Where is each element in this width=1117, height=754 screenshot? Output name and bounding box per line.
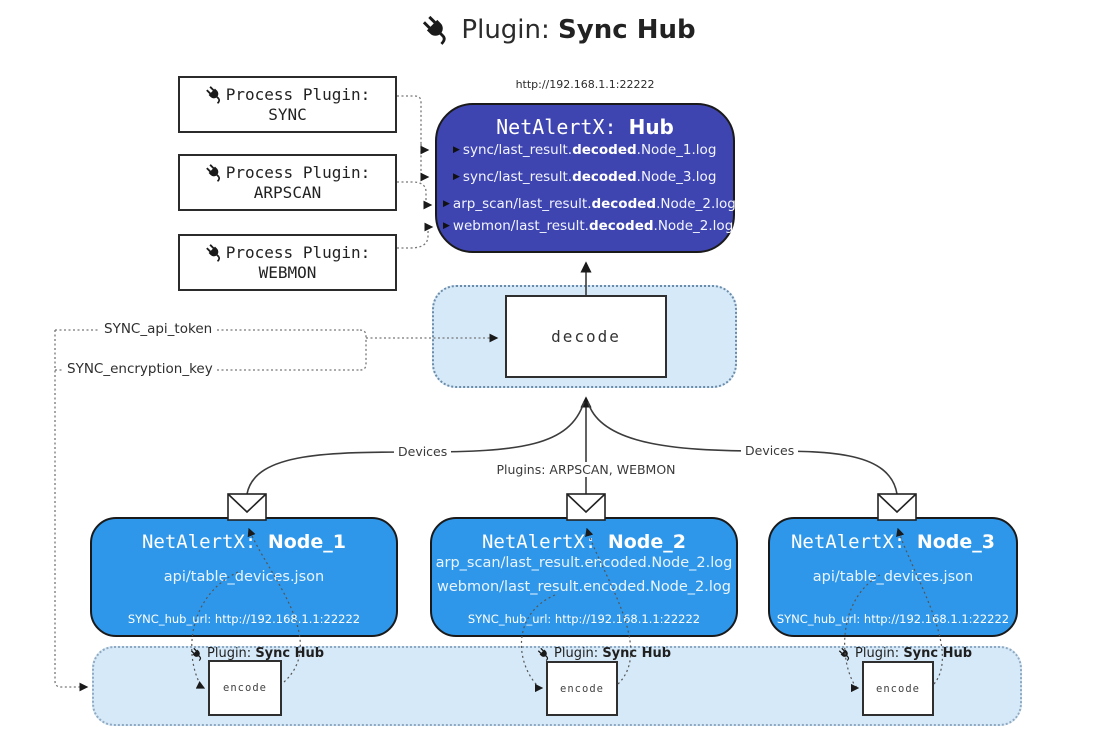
node-3-box: NetAlertX: Node_3 api/table_devices.json…	[768, 517, 1018, 637]
title-bold: Sync Hub	[558, 14, 696, 45]
plug-icon	[205, 243, 224, 262]
process-plugin-webmon: Process Plugin: WEBMON	[178, 234, 397, 291]
node-hub-url: SYNC_hub_url: http://192.168.1.1:22222	[127, 612, 361, 626]
node-hub-url: SYNC_hub_url: http://192.168.1.1:22222	[467, 612, 701, 626]
node-file: api/table_devices.json	[812, 569, 974, 585]
decode-box: decode	[505, 295, 667, 378]
plug-icon	[421, 14, 452, 45]
band-plugin-label: Plugin: Sync Hub	[838, 646, 972, 661]
node-file: arp_scan/last_result.encoded.Node_2.log	[435, 555, 733, 571]
hub-log-row: ▶ sync/last_result.decoded.Node_3.log	[453, 169, 717, 185]
sync-encryption-key-label: SYNC_encryption_key	[63, 361, 217, 377]
node-title: NetAlertX: Node_2	[481, 531, 686, 553]
node-file: api/table_devices.json	[163, 569, 325, 585]
plug-icon	[205, 163, 224, 182]
hub-log-row: ▶ webmon/last_result.decoded.Node_2.log	[443, 218, 734, 234]
hub-box: NetAlertX: Hub ▶ sync/last_result.decode…	[435, 103, 736, 253]
node-title: NetAlertX: Node_3	[790, 531, 995, 553]
page-title: Plugin: Sync Hub	[0, 14, 1117, 45]
hub-title-bold: Hub	[628, 115, 674, 139]
node-title: NetAlertX: Node_1	[141, 531, 346, 553]
process-plugin-label: Process Plugin:	[225, 243, 371, 262]
band-plugin-label: Plugin: Sync Hub	[190, 646, 324, 661]
arrow-right-icon: ▶	[453, 144, 460, 155]
hub-title-prefix: NetAlertX:	[496, 115, 629, 139]
sync-api-token-label: SYNC_api_token	[100, 321, 217, 337]
plug-icon	[838, 647, 852, 661]
hub-log-row: ▶ arp_scan/last_result.decoded.Node_2.lo…	[443, 196, 736, 212]
encode-box-node-3: encode	[862, 661, 934, 716]
title-prefix: Plugin:	[461, 14, 559, 45]
node-hub-url: SYNC_hub_url: http://192.168.1.1:22222	[776, 612, 1010, 626]
plug-icon	[205, 85, 224, 104]
plugins-label-center: Plugins: ARPSCAN, WEBMON	[492, 462, 680, 477]
process-plugin-sync: Process Plugin: SYNC	[178, 76, 397, 133]
node-1-box: NetAlertX: Node_1 api/table_devices.json…	[90, 517, 398, 637]
arrow-right-icon: ▶	[443, 220, 450, 231]
plugin-to-hub-connectors	[397, 95, 434, 249]
node-2-box: NetAlertX: Node_2 arp_scan/last_result.e…	[430, 517, 738, 637]
arrow-right-icon: ▶	[443, 198, 450, 209]
devices-label-left: Devices	[394, 444, 452, 459]
node-files: api/table_devices.json	[774, 569, 1012, 585]
process-plugin-label: Process Plugin:	[225, 163, 371, 182]
hub-title: NetAlertX: Hub	[437, 115, 733, 139]
devices-label-right: Devices	[741, 443, 799, 458]
process-plugin-name: WEBMON	[258, 263, 317, 282]
page-title-text: Plugin: Sync Hub	[461, 15, 695, 45]
node-file: webmon/last_result.encoded.Node_2.log	[436, 579, 731, 595]
encode-box-node-1: encode	[208, 660, 282, 716]
node-files: arp_scan/last_result.encoded.Node_2.log …	[435, 555, 733, 595]
hub-log-row: ▶ sync/last_result.decoded.Node_1.log	[453, 142, 717, 158]
band-plugin-label: Plugin: Sync Hub	[537, 646, 671, 661]
process-plugin-label: Process Plugin:	[225, 85, 371, 104]
process-plugin-arpscan: Process Plugin: ARPSCAN	[178, 154, 397, 211]
plug-icon	[537, 647, 551, 661]
hub-url-label: http://192.168.1.1:22222	[515, 78, 655, 91]
plug-icon	[190, 647, 204, 661]
encode-box-node-2: encode	[546, 661, 618, 716]
process-plugin-name: ARPSCAN	[253, 183, 322, 202]
node-files: api/table_devices.json	[96, 569, 392, 585]
arrow-right-icon: ▶	[453, 171, 460, 182]
process-plugin-name: SYNC	[268, 105, 307, 124]
